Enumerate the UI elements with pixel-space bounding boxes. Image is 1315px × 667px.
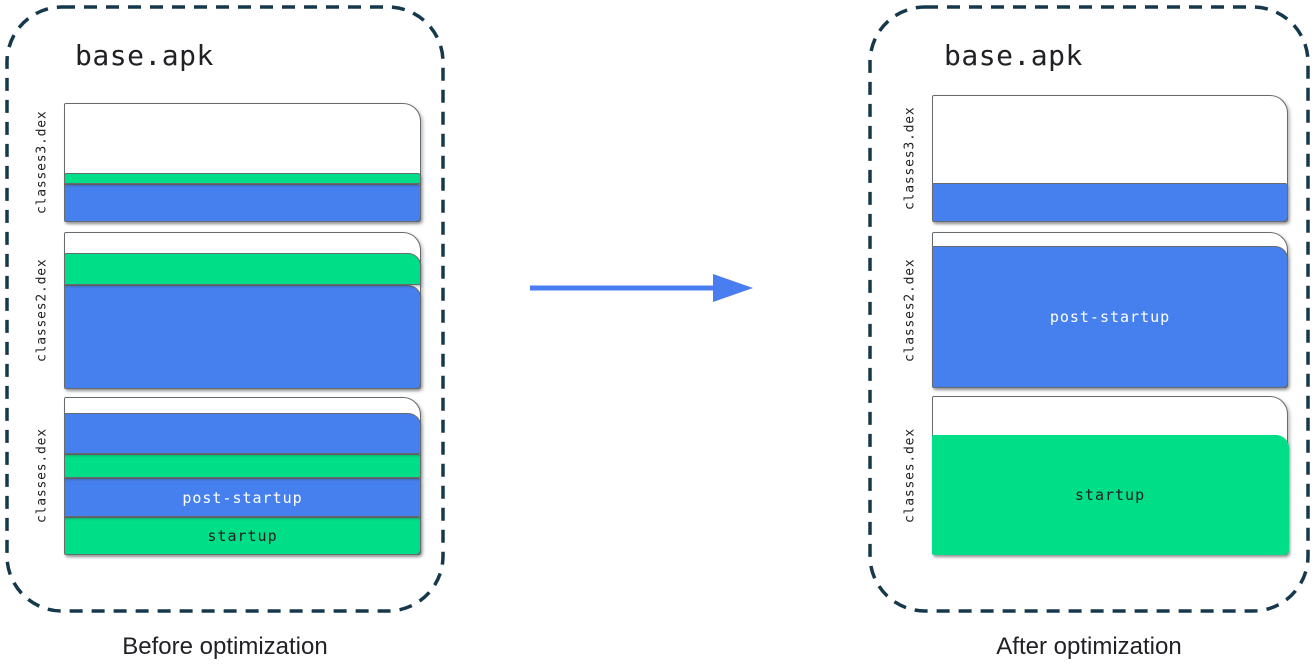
band-label: post-startup [1049,308,1171,326]
band-startup [64,253,421,285]
right-arrow-icon [530,274,753,302]
band-startup [64,173,421,184]
band-startup: startup [931,435,1289,555]
file-page [932,95,1288,222]
band-label: startup [207,527,278,545]
dex-file-classes2.dex: classes2.dex [35,232,421,389]
band-startup: startup [64,517,421,555]
file-page [64,232,421,389]
caption-before-optimization: Before optimization [122,633,328,660]
file-name-label: classes2.dex [34,258,50,363]
dex-file-classes3.dex: classes3.dex [35,103,421,222]
band-post-startup: post-startup [64,478,421,517]
caption-after-optimization: After optimization [996,633,1182,660]
band-label: startup [1074,486,1146,504]
band-label: post-startup [182,488,303,507]
file-page [64,103,421,222]
dex-file-classes2.dex: classes2.dex post-startup [903,232,1288,388]
dex-file-classes3.dex: classes3.dex [903,95,1288,222]
file-name-label: classes3.dex [902,106,918,211]
file-name-label: classes.dex [902,428,918,523]
file-stack-before: classes3.dex classes2.dex classes.dex start… [5,5,445,613]
band-post-startup [64,413,421,454]
file-page: post-startup [932,232,1288,388]
band-post-startup [64,184,421,222]
apk-dashed-border [868,5,1310,613]
file-page: startup post-startup [64,397,421,555]
apk-title: base.apk [75,39,214,72]
file-name-label: classes2.dex [902,258,918,362]
band-post-startup [932,183,1288,222]
band-post-startup [64,285,421,389]
dex-file-classes.dex: classes.dex startup post-startup [35,397,421,555]
band-startup [64,454,421,478]
apk-dashed-border [5,5,445,613]
file-page: startup [931,396,1289,555]
apk-title: base.apk [944,39,1083,72]
dex-file-classes.dex: classes.dex startup [903,396,1289,555]
file-name-label: classes.dex [34,428,50,524]
band-post-startup: post-startup [932,246,1288,388]
file-name-label: classes3.dex [34,110,50,215]
